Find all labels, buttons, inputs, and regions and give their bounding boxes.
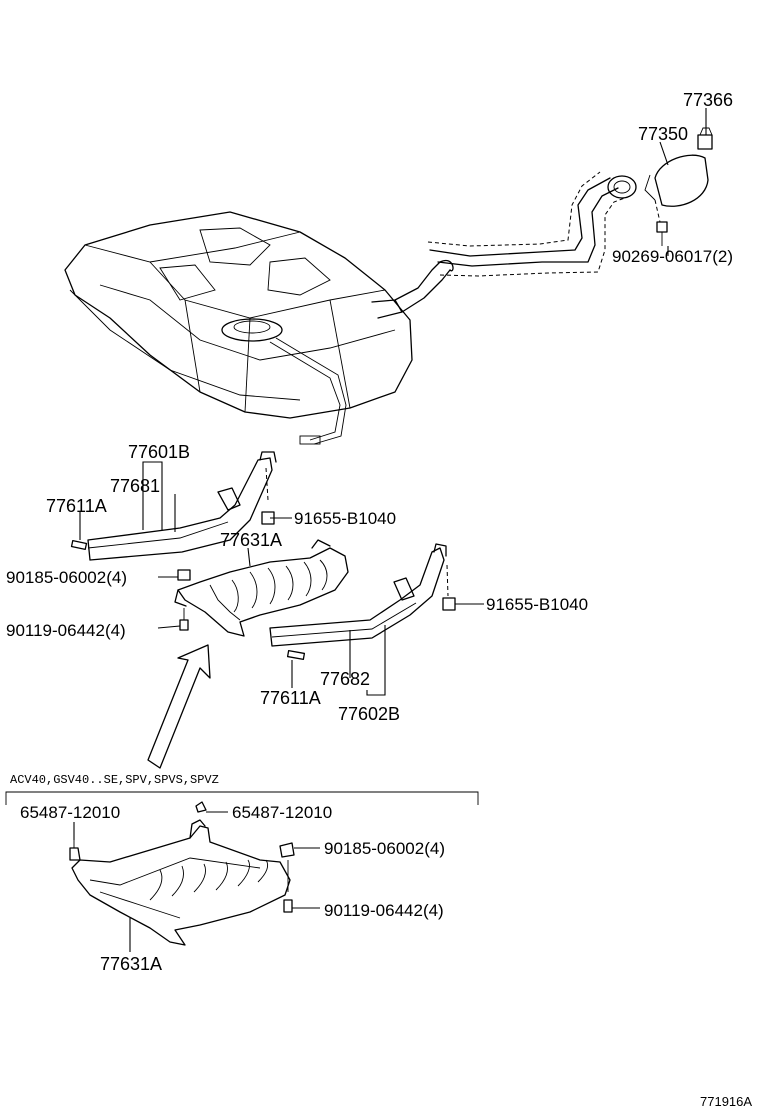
callout-65487-12010-left: 65487-12010 — [20, 803, 120, 822]
callout-90269-06017: 90269-06017(2) — [612, 247, 733, 266]
callout-90119-06442-bottom: 90119-06442(4) — [324, 901, 444, 920]
fuel-tank-protector-lower — [69, 801, 295, 946]
tank-band-front — [87, 451, 277, 561]
callout-65487-12010-right: 65487-12010 — [232, 803, 332, 822]
diagram-id: 771916A — [700, 1094, 752, 1109]
fuel-lid-assembly — [644, 127, 713, 246]
callout-90185-06002-bottom: 90185-06002(4) — [324, 839, 445, 858]
callout-77682: 77682 — [320, 669, 370, 689]
leader-lines — [73, 108, 707, 952]
fuel-tank-protector-upper — [174, 539, 349, 637]
direction-arrow — [147, 644, 211, 769]
callout-90119-06442-top: 90119-06442(4) — [6, 621, 126, 640]
variant-bracket — [5, 791, 479, 805]
callout-90185-06002-top: 90185-06002(4) — [6, 568, 127, 587]
callout-77681: 77681 — [110, 476, 160, 496]
callout-77350: 77350 — [638, 124, 688, 144]
callout-77602b: 77602B — [338, 704, 400, 724]
fuel-tank-illustration — [64, 171, 637, 445]
cushion-top — [70, 539, 88, 551]
callout-77611a-bottom: 77611A — [260, 688, 321, 708]
callout-77366: 77366 — [683, 90, 733, 110]
callout-77631a-bottom: 77631A — [100, 954, 162, 974]
callout-77611a-top: 77611A — [46, 496, 107, 516]
callout-91655-b1040-right: 91655-B1040 — [486, 595, 588, 614]
variant-note: ACV40,GSV40..SE,SPV,SPVS,SPVZ — [10, 773, 219, 787]
tank-band-rear — [269, 543, 456, 647]
nut-upper — [177, 569, 191, 581]
cushion-bottom — [286, 650, 306, 660]
callout-77601b: 77601B — [128, 442, 190, 462]
callout-77631a-top: 77631A — [220, 530, 282, 550]
callout-91655-b1040-top: 91655-B1040 — [294, 509, 396, 528]
